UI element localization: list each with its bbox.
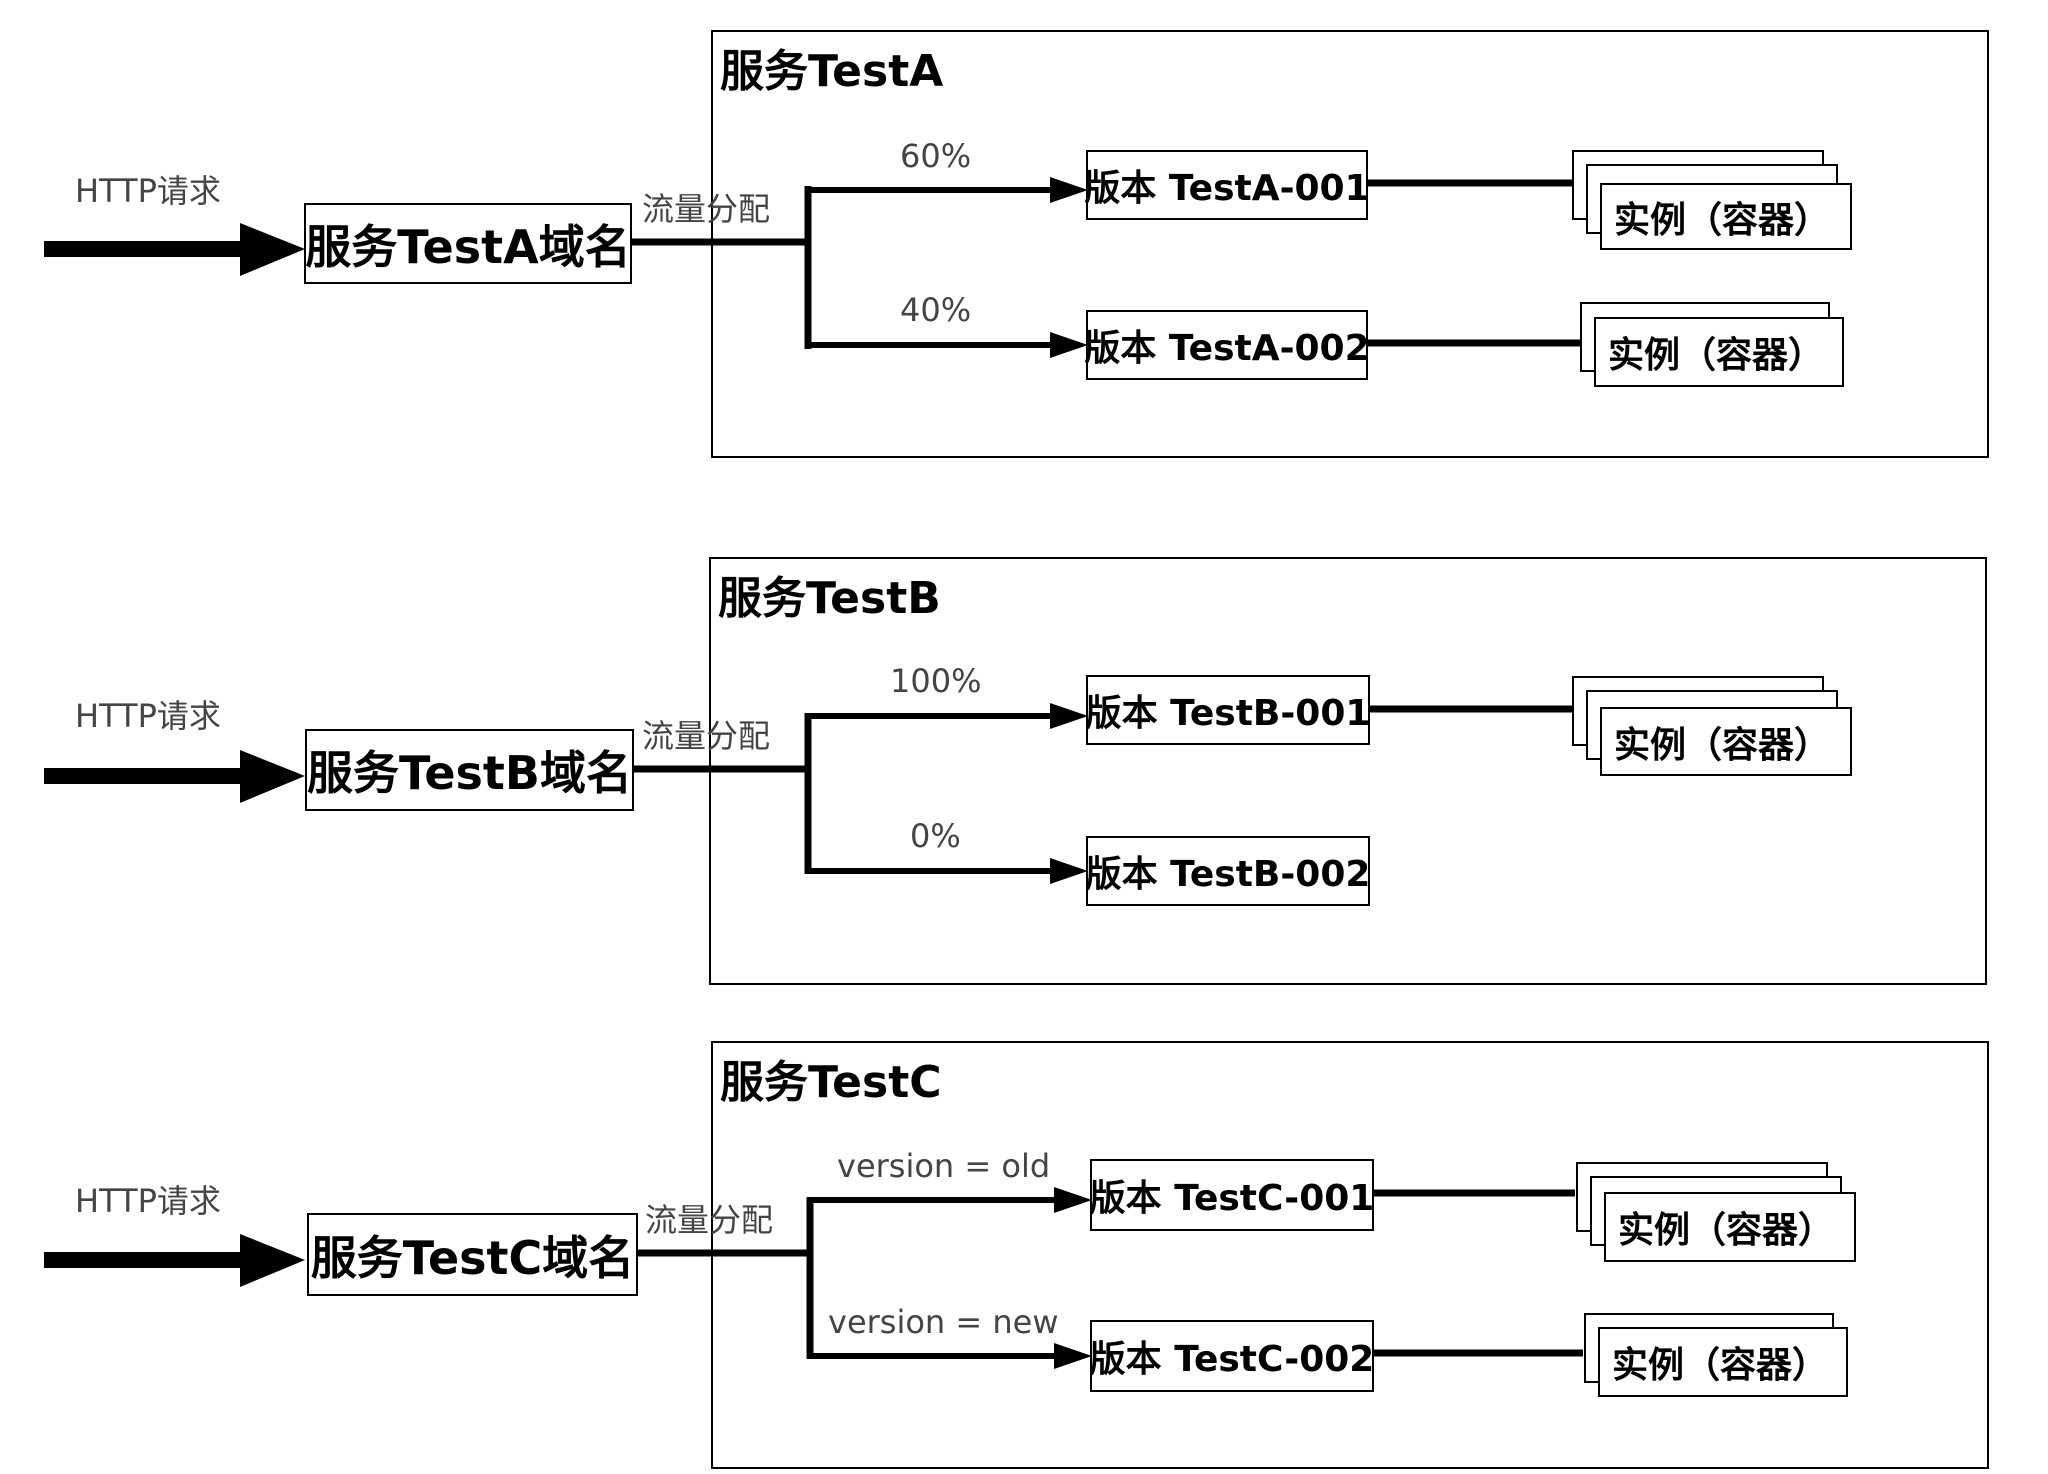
- service-title: 服务TestC: [720, 1057, 942, 1108]
- route-weight-label: 60%: [900, 137, 972, 175]
- http-arrow-head: [240, 750, 305, 803]
- route-arrow-2-head: [1050, 332, 1088, 358]
- traffic-split-label: 流量分配: [642, 717, 771, 755]
- traffic-split-label: 流量分配: [645, 1201, 774, 1239]
- service-b-connectors: [44, 703, 1572, 884]
- http-arrow-head: [240, 223, 305, 276]
- version-box: 版本 TestA-001: [1084, 150, 1370, 220]
- route-weight-label: 100%: [890, 662, 982, 700]
- service-container: [711, 1041, 1989, 1469]
- service-c-connectors: [44, 1187, 1583, 1369]
- service-domain-box: 服务TestA域名: [304, 203, 632, 284]
- route-condition-label: version = new: [828, 1303, 1059, 1341]
- instance-box: 实例（容器）: [1600, 707, 1852, 776]
- service-domain-box: 服务TestB域名: [305, 729, 634, 811]
- route-weight-label: 40%: [900, 291, 972, 329]
- service-title: 服务TestB: [718, 573, 941, 624]
- traffic-split-label: 流量分配: [642, 190, 771, 228]
- instance-box: 实例（容器）: [1604, 1192, 1856, 1262]
- service-container: [709, 557, 1987, 985]
- version-box: 版本 TestC-001: [1090, 1159, 1374, 1231]
- route-arrow-1-head: [1054, 1187, 1092, 1213]
- service-container: [711, 30, 1989, 458]
- route-weight-label: 0%: [910, 817, 961, 855]
- http-request-label: HTTP请求: [75, 697, 221, 735]
- route-condition-label: version = old: [837, 1147, 1051, 1185]
- service-domain-box: 服务TestC域名: [307, 1213, 638, 1296]
- http-request-label: HTTP请求: [75, 1182, 221, 1220]
- service-title: 服务TestA: [720, 46, 944, 97]
- version-box: 版本 TestC-002: [1090, 1320, 1374, 1392]
- version-box: 版本 TestA-002: [1084, 310, 1370, 380]
- route-arrow-1-head: [1050, 703, 1088, 729]
- instance-box: 实例（容器）: [1600, 183, 1852, 250]
- http-arrow-head: [240, 1234, 305, 1287]
- instance-box: 实例（容器）: [1594, 317, 1844, 387]
- route-arrow-2-head: [1050, 858, 1088, 884]
- service-a-connectors: [44, 177, 1580, 358]
- instance-box: 实例（容器）: [1598, 1327, 1848, 1397]
- route-arrow-2-head: [1054, 1343, 1092, 1369]
- http-request-label: HTTP请求: [75, 172, 221, 210]
- version-box: 版本 TestB-002: [1086, 836, 1370, 906]
- version-box: 版本 TestB-001: [1086, 675, 1370, 745]
- route-arrow-1-head: [1050, 177, 1088, 203]
